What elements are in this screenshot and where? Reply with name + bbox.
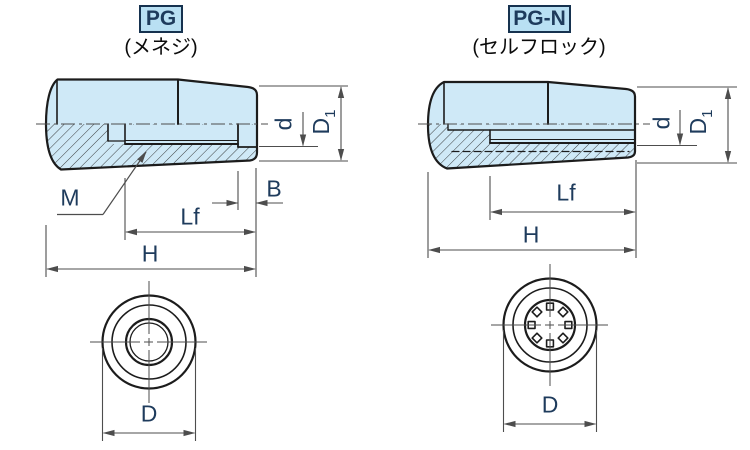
pgn-label-lf: Lf	[556, 179, 576, 206]
pgn-label-dia: D	[541, 391, 559, 418]
pgn-label-h: H	[522, 221, 540, 248]
pg-extension-lines	[45, 85, 348, 277]
pg-counterbore	[238, 124, 257, 147]
pgn-label-d: d	[648, 116, 675, 130]
pg-side-view	[36, 78, 348, 277]
pg-label-m: M	[60, 184, 80, 211]
pgn-insert-bore	[490, 124, 634, 143]
pg-subtitle: (メネジ)	[124, 36, 198, 59]
pg-label-b: B	[266, 175, 282, 202]
pgn-front-view	[491, 264, 609, 432]
pg-d-extension-lines	[101, 348, 197, 441]
pgn-type-code-box: PG-N	[508, 5, 571, 33]
pgn-subtitle: (セルフロック)	[472, 36, 606, 59]
pgn-label-d1: D1	[685, 109, 716, 135]
pg-type-code-box: PG	[139, 5, 183, 33]
pg-label-h: H	[141, 240, 159, 267]
pg-front-view	[90, 281, 207, 441]
pgn-extension-lines	[427, 86, 737, 258]
pg-thread-hole	[108, 124, 238, 144]
pgn-d-extension-lines	[502, 330, 598, 432]
pgn-side-view	[418, 80, 737, 258]
pg-label-d: d	[270, 117, 297, 131]
pg-label-dia: D	[140, 400, 158, 427]
pg-outline	[44, 78, 259, 171]
pg-label-lf: Lf	[180, 203, 200, 230]
pgn-outline	[426, 80, 637, 170]
pg-label-d1: D1	[308, 109, 339, 135]
